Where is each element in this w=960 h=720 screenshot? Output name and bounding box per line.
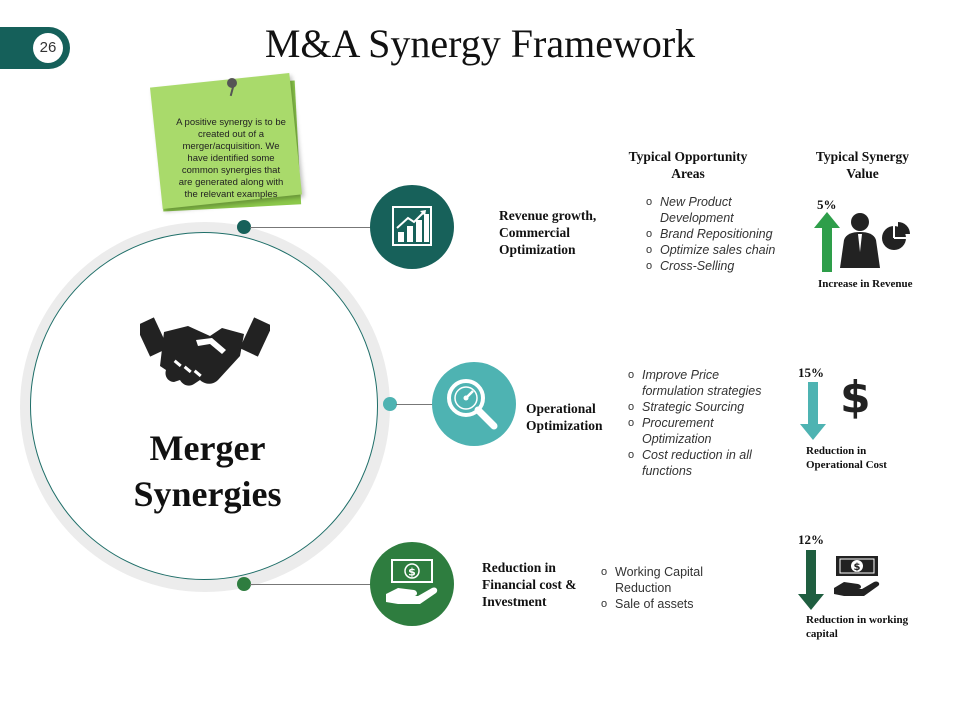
arrow-up-icon bbox=[814, 212, 840, 272]
big-circle bbox=[30, 232, 378, 580]
financial-percent: 12% bbox=[798, 532, 824, 547]
list-item: Cost reduction in all functions bbox=[628, 447, 778, 479]
list-item: Sale of assets bbox=[601, 596, 731, 612]
connector-line-financial bbox=[250, 584, 372, 585]
page-title: M&A Synergy Framework bbox=[264, 21, 696, 66]
financial-caption: Reduction in working capital bbox=[806, 614, 909, 640]
list-item: New Product Development bbox=[646, 194, 786, 226]
revenue-areas-list: New Product Development Brand Reposition… bbox=[646, 194, 786, 274]
revenue-percent: 5% bbox=[817, 197, 837, 212]
operational-percent: 15% bbox=[798, 365, 824, 380]
list-item: Improve Price formulation strategies bbox=[628, 367, 778, 399]
operational-caption: Reduction in Operational Cost bbox=[806, 445, 887, 471]
banknote-hand-icon: $ bbox=[834, 556, 880, 596]
column-header-opportunity: Typical Opportunity Areas bbox=[628, 149, 748, 181]
operational-heading: Operational Optimization bbox=[526, 401, 603, 433]
center-title-line2: Synergies bbox=[133, 474, 282, 514]
handshake-icon bbox=[140, 317, 270, 386]
operational-icon-circle bbox=[432, 362, 516, 446]
list-item: Working Capital Reduction bbox=[601, 564, 731, 596]
page-number: 26 bbox=[33, 33, 63, 63]
center-title-line1: Merger bbox=[149, 428, 266, 468]
connector-line-revenue bbox=[250, 227, 372, 228]
svg-text:$: $ bbox=[854, 562, 861, 573]
money-hand-icon: $ bbox=[386, 559, 438, 604]
revenue-heading: Revenue growth, Commercial Optimization bbox=[499, 208, 597, 257]
connector-dot-operational bbox=[383, 397, 397, 411]
magnifier-gauge-icon bbox=[447, 379, 498, 430]
arrow-down-icon bbox=[800, 382, 826, 440]
sticky-note-text: A positive synergy is to be created out … bbox=[176, 117, 286, 200]
financial-areas-list: Working Capital Reduction Sale of assets bbox=[601, 564, 731, 612]
connector-dot-financial bbox=[237, 577, 251, 591]
bar-chart-icon bbox=[392, 206, 432, 246]
svg-text:$: $ bbox=[408, 566, 416, 579]
revenue-caption: Increase in Revenue bbox=[818, 278, 913, 290]
connector-dot-revenue bbox=[237, 220, 251, 234]
list-item: Procurement Optimization bbox=[628, 415, 778, 447]
financial-heading: Reduction in Financial cost & Investment bbox=[482, 560, 577, 609]
column-header-value: Typical Synergy Value bbox=[815, 149, 910, 181]
arrow-down-icon bbox=[798, 550, 824, 610]
list-item: Optimize sales chain bbox=[646, 242, 786, 258]
list-item: Brand Repositioning bbox=[646, 226, 786, 242]
dollar-icon: $ bbox=[840, 372, 871, 423]
list-item: Cross-Selling bbox=[646, 258, 786, 274]
pin-icon bbox=[227, 78, 237, 88]
operational-areas-list: Improve Price formulation strategies Str… bbox=[628, 367, 778, 479]
center-title: Merger Synergies bbox=[70, 425, 345, 517]
financial-icon-circle bbox=[370, 542, 454, 626]
list-item: Strategic Sourcing bbox=[628, 399, 778, 415]
businessman-icon bbox=[840, 213, 910, 268]
connector-line-operational bbox=[396, 404, 434, 405]
